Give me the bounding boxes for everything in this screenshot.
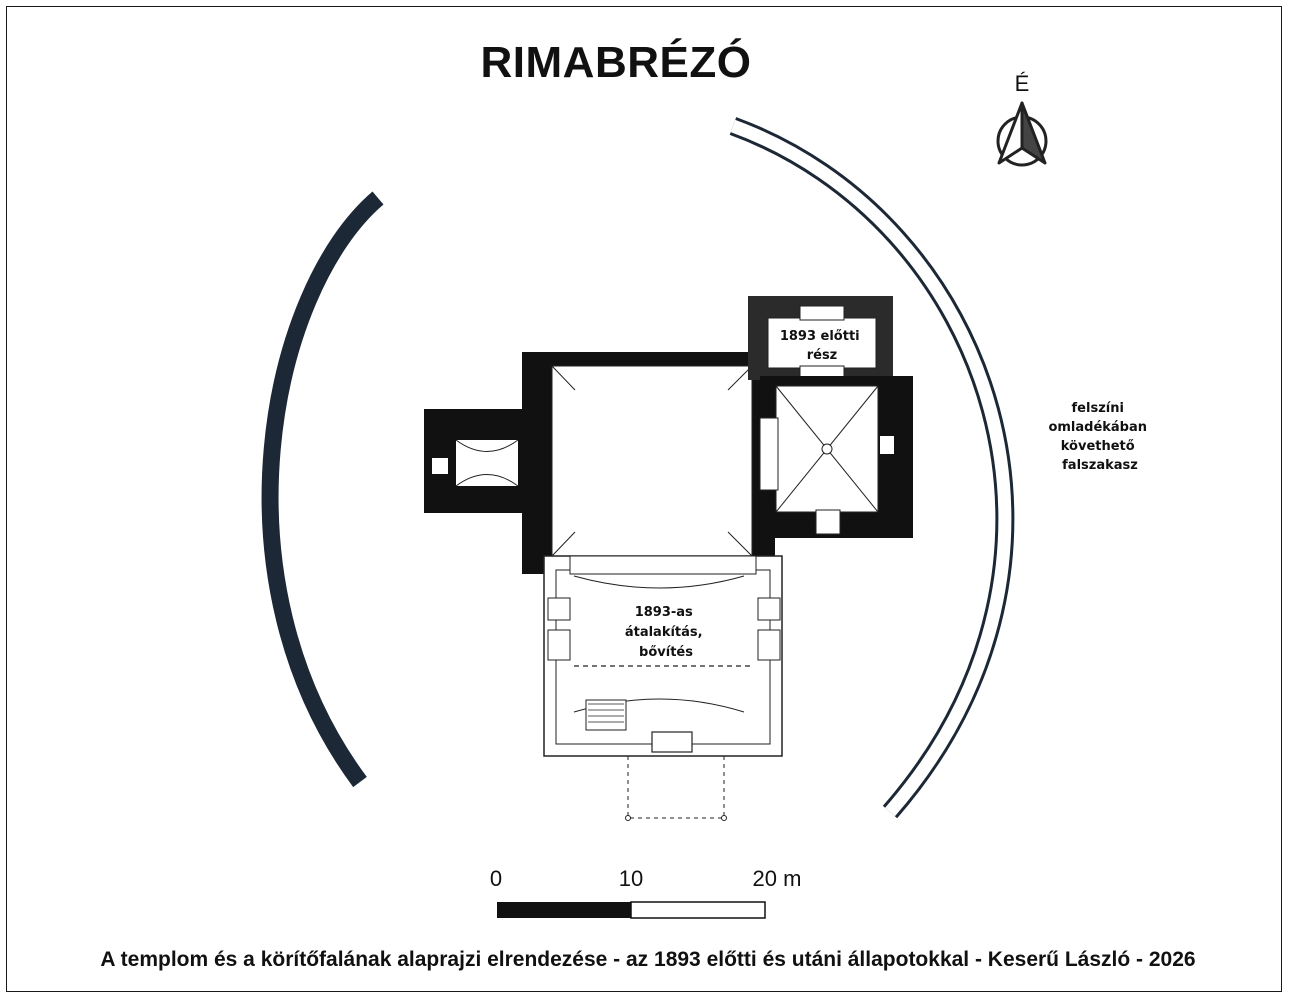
scale-bar: 0 10 20 m [490, 866, 802, 919]
enclosure-wall-west [261, 191, 384, 788]
north-arrow-icon: É [996, 71, 1048, 167]
caption: A templom és a körítőfalának alaprajzi e… [100, 948, 1196, 971]
label-nave-new: 1893-as átalakítás, bővítés [625, 605, 707, 660]
map-frame [6, 6, 1282, 992]
scale-tick-20: 20 m [753, 866, 802, 891]
scale-tick-10: 10 [619, 866, 643, 891]
scale-tick-0: 0 [490, 866, 502, 891]
label-tower-old: 1893 előtti rész [780, 329, 864, 363]
church-plan [424, 296, 913, 821]
page-title: RIMABRÉZÓ [480, 38, 752, 87]
enclosure-wall-east-fill [730, 119, 1012, 817]
north-label: É [1015, 71, 1030, 96]
label-wall-note: felszíni omladékában követhető falszakas… [1048, 401, 1151, 473]
